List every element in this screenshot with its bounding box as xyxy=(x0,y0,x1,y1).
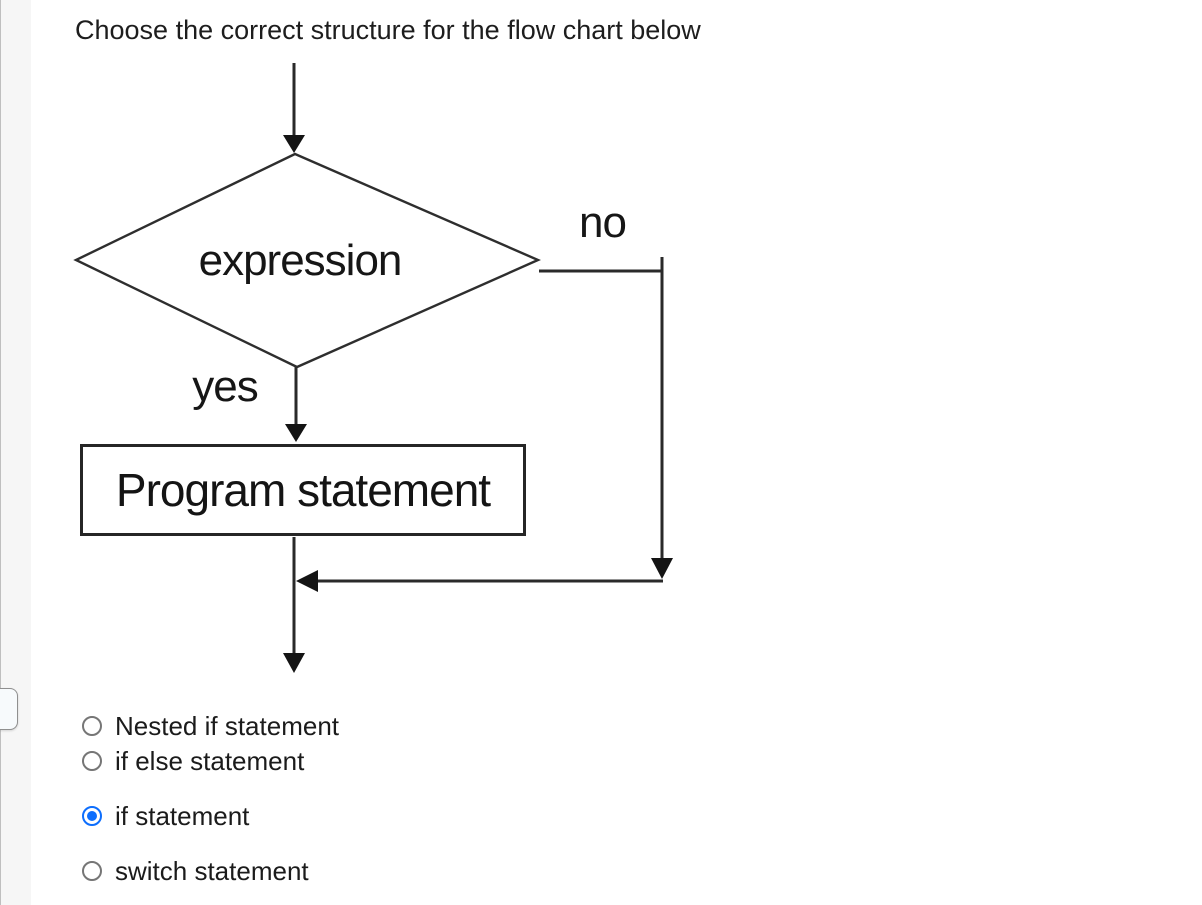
radio-button[interactable] xyxy=(82,751,102,771)
radio-button[interactable] xyxy=(82,806,102,826)
option-if-statement[interactable]: if statement xyxy=(82,801,249,831)
side-panel-handle[interactable] xyxy=(0,688,18,730)
question-title: Choose the correct structure for the flo… xyxy=(75,15,701,45)
entry-arrowhead-icon xyxy=(283,135,305,153)
radio-button[interactable] xyxy=(82,861,102,881)
exit-arrowhead-icon xyxy=(283,653,305,673)
radio-button[interactable] xyxy=(82,716,102,736)
option-nested-if-statement[interactable]: Nested if statement xyxy=(82,711,339,741)
option-label: switch statement xyxy=(115,856,309,886)
process-box: Program statement xyxy=(80,444,526,536)
no-branch-arrowhead-icon xyxy=(651,558,673,579)
option-switch-statement[interactable]: switch statement xyxy=(82,856,309,886)
merge-arrowhead-icon xyxy=(296,570,318,592)
yes-branch-arrowhead-icon xyxy=(285,424,307,442)
option-label: if statement xyxy=(115,801,250,831)
option-label: Nested if statement xyxy=(115,711,339,741)
decision-label: expression xyxy=(198,236,403,285)
process-label: Program statement xyxy=(115,464,491,516)
left-sidebar-rail xyxy=(0,0,31,905)
no-label: no xyxy=(579,198,627,247)
option-if-else-statement[interactable]: if else statement xyxy=(82,746,304,776)
option-label: if else statement xyxy=(115,746,305,776)
yes-label: yes xyxy=(192,362,258,411)
